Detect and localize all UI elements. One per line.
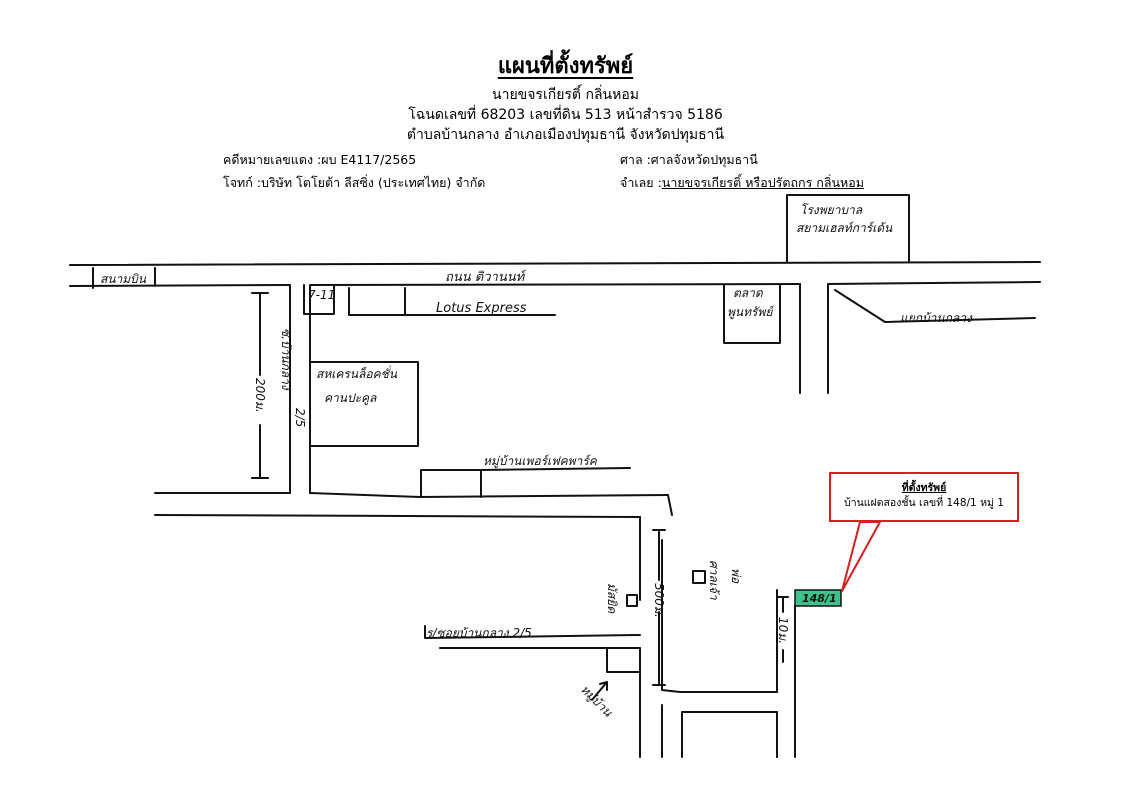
main-road-bottom-edge-mid [309, 283, 801, 286]
distance-left-label: 200ม. [253, 378, 267, 413]
lotus-outline [348, 287, 406, 316]
property-marker [794, 589, 842, 607]
map-title: แผนที่ตั้งทรัพย์ [497, 54, 634, 79]
defendant: จำเลย :นายขจรเกียรติ์ หรือปรัตถกร กลิ่นห… [620, 173, 864, 193]
village-label: หมู่บ้านเพอร์เฟคพาร์ค [483, 454, 598, 469]
case-number: คดีหมายเลขแดง :ผบ E4117/2565 [223, 152, 417, 167]
mosque-label: มัสยิด [605, 583, 619, 614]
bottom-block [681, 711, 778, 758]
market-label-2: พูนทรัพย์ [727, 305, 775, 320]
main-road-bottom-edge [69, 284, 291, 287]
market-outline [723, 284, 781, 344]
defendant-prefix: จำเลย : [620, 175, 662, 190]
deed-info: โฉนดเลขที่ 68203 เลขที่ดิน 513 หน้าสำรวจ… [408, 107, 723, 123]
school-label-1: สหเครนล็อคชั่น [316, 365, 398, 381]
middle-road-stub [667, 494, 673, 516]
plaintiff: โจทก์ :บริษัท โตโยต้า ลีสซิ่ง (ประเทศไทย… [223, 175, 486, 190]
village-sign [480, 467, 631, 471]
middle-road-east-edge [661, 539, 778, 693]
dimension-right [777, 596, 789, 663]
school-outline [309, 361, 419, 447]
main-road-bottom-edge-right [827, 281, 1041, 285]
junction-label: แยกบ้านกลาง [900, 311, 973, 325]
hospital-label-2: สยามเฮลท์การ์เด้น [796, 221, 893, 235]
shrine-box [692, 570, 706, 584]
soi-bottom-label: ร/ซอยบ้านกลาง 2/5 [426, 626, 532, 640]
defendant-name: นายขจรเกียรติ์ หรือปรัตถกร กลิ่นหอม [661, 175, 865, 190]
shrine-label-2: พ่อ [729, 568, 743, 584]
school-label-2: คานปะคูล [324, 391, 377, 406]
callout-text: บ้านแฝดสองชั้น เลขที่ 148/1 หมู่ 1 [844, 497, 1004, 509]
hospital-outline [786, 194, 910, 263]
hospital-label-1: โรงพยาบาล [800, 203, 863, 217]
property-callout: ที่ตั้งทรัพย์ บ้านแฝดสองชั้น เลขที่ 148/… [829, 472, 1019, 522]
village-outline [420, 469, 482, 498]
soi-left-label-1: ซ.บ้านกลาง [279, 328, 293, 391]
junction-branch [834, 289, 1036, 323]
middle-road-south-edge [154, 514, 641, 518]
middle-road-north-edge [154, 492, 669, 498]
mosque-box [626, 594, 638, 607]
village-bottom-box [606, 647, 641, 673]
main-road-label: ถนน ติวานนท์ [445, 269, 527, 285]
distance-right-label: 10ม. [776, 617, 790, 644]
dimension-left [251, 292, 269, 479]
seven-eleven-label: 7-11 [308, 288, 335, 302]
seven-eleven-box [303, 284, 335, 315]
road-side-left-label: สนามบิน [100, 272, 147, 286]
lotus-label: Lotus Express [436, 301, 527, 316]
callout-pointer [841, 521, 881, 592]
village-bottom-arrow [591, 681, 608, 701]
distance-mid-label: 500ม. [652, 583, 666, 618]
property-number: 148/1 [802, 592, 837, 605]
shrine-label-1: ศาลเจ้า [707, 560, 721, 601]
main-road-top-edge [69, 261, 1041, 266]
bottom-soi-north-edge [424, 625, 641, 639]
village-bottom-label: หมู่บ้าน [577, 682, 615, 720]
location-info: ตำบลบ้านกลาง อำเภอเมืองปทุมธานี จังหวัดป… [406, 127, 725, 143]
callout-title: ที่ตั้งทรัพย์ [901, 482, 947, 494]
court: ศาล :ศาลจังหวัดปทุมธานี [620, 152, 758, 167]
dimension-mid [652, 529, 666, 686]
soi-left-label-2: 2/5 [293, 408, 307, 427]
market-label-1: ตลาด [733, 286, 764, 300]
owner-name: นายขจรเกียรติ์ กลิ่นหอม [492, 87, 639, 103]
